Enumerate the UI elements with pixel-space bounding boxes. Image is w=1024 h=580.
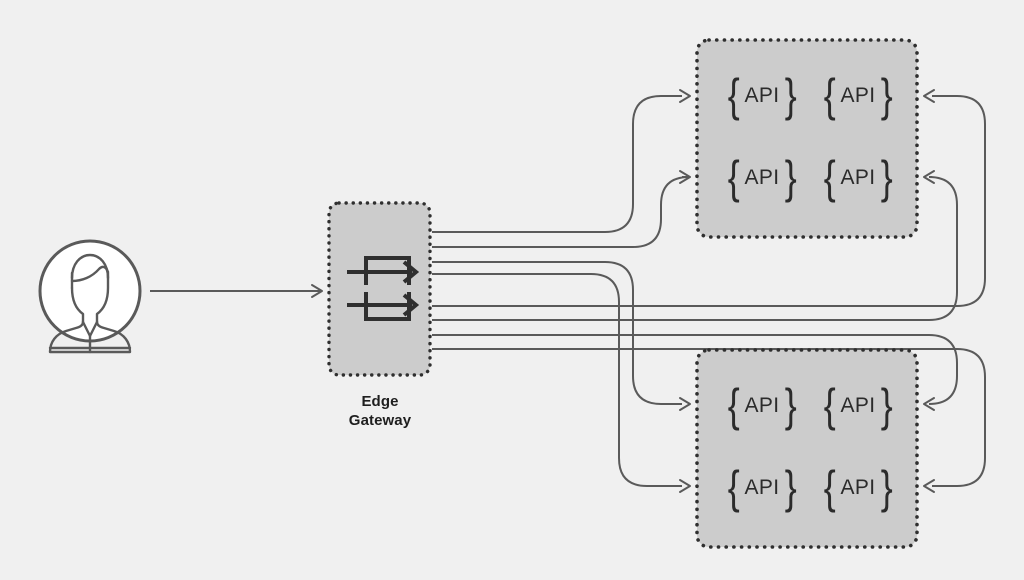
api-label: API bbox=[744, 84, 780, 107]
api-node[interactable]: {API} bbox=[727, 461, 797, 513]
api-label: API bbox=[840, 394, 876, 417]
api-label: API bbox=[744, 394, 780, 417]
api-node[interactable]: {API} bbox=[823, 151, 893, 203]
api-node[interactable]: {API} bbox=[823, 69, 893, 121]
gateway-throughput-icon bbox=[347, 256, 420, 321]
api-node[interactable]: {API} bbox=[823, 379, 893, 431]
return-connectors bbox=[432, 89, 986, 493]
edge-gateway-label: Edge Gateway bbox=[305, 392, 455, 430]
api-node[interactable]: {API} bbox=[727, 379, 797, 431]
api-node[interactable]: {API} bbox=[727, 69, 797, 121]
edge-gateway-label-line2: Gateway bbox=[348, 412, 412, 429]
api-label: API bbox=[744, 476, 780, 499]
client-avatar bbox=[38, 239, 142, 354]
api-node[interactable]: {API} bbox=[823, 461, 893, 513]
user-avatar-icon bbox=[48, 253, 132, 354]
cluster-top-box bbox=[695, 38, 919, 239]
api-label: API bbox=[840, 476, 876, 499]
api-label: API bbox=[840, 84, 876, 107]
api-label: API bbox=[840, 166, 876, 189]
client-to-gateway-arrow bbox=[150, 284, 323, 298]
edge-gateway-label-line1: Edge bbox=[361, 393, 399, 410]
outbound-connectors bbox=[432, 89, 691, 493]
api-label: API bbox=[744, 166, 780, 189]
edge-gateway-node bbox=[327, 201, 432, 377]
api-node[interactable]: {API} bbox=[727, 151, 797, 203]
cluster-bottom-box bbox=[695, 348, 919, 549]
